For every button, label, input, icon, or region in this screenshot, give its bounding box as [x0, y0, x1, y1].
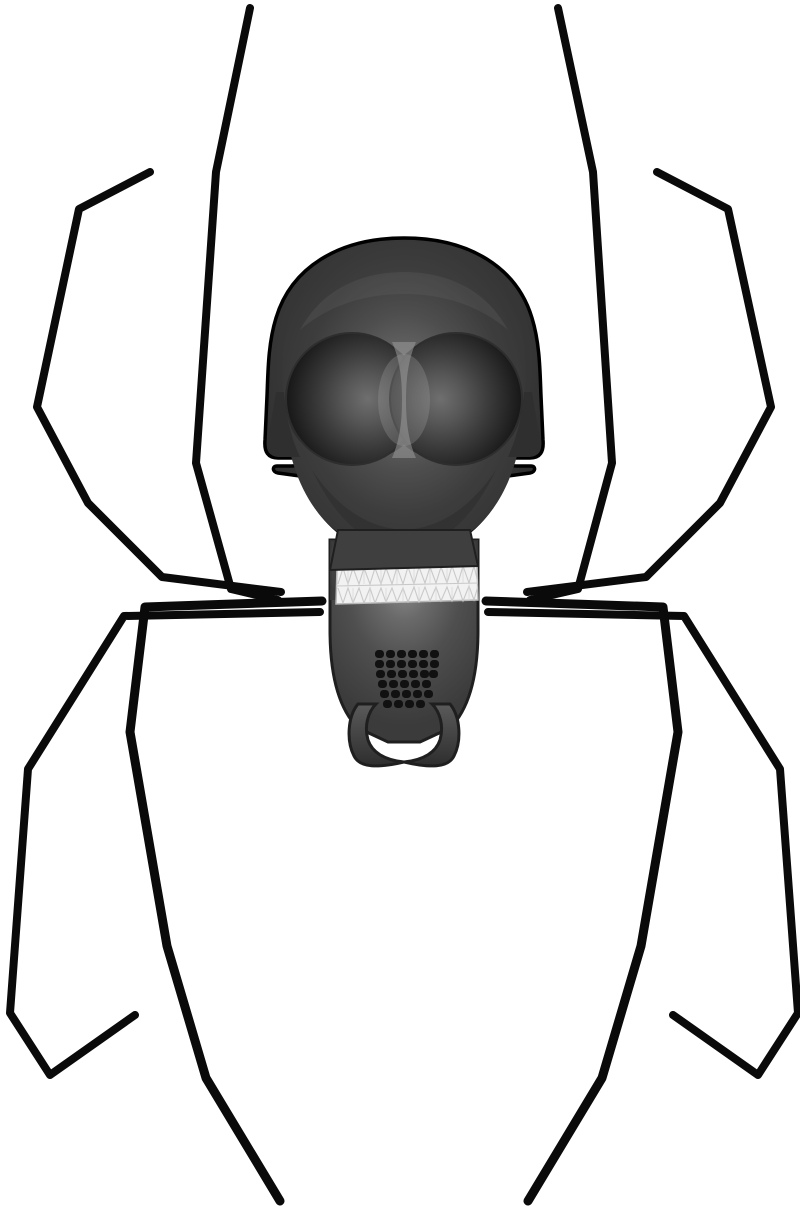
head-center-highlight — [392, 342, 416, 458]
leg-left-mid-lower — [6, 608, 324, 1079]
abdomen-dot-grid — [375, 650, 439, 708]
leg-left-front-upper — [192, 4, 282, 604]
mouth-teeth-band — [335, 563, 479, 605]
head-brow-sheen — [300, 272, 508, 330]
chelicerae-group — [347, 702, 461, 768]
leg-right-front-upper — [526, 4, 616, 604]
legs-group — [6, 4, 800, 1206]
head-center-glow — [378, 354, 430, 446]
leg-left-front-lower — [33, 168, 285, 596]
head-group — [263, 236, 545, 554]
leg-right-mid-upper — [481, 596, 683, 1206]
fang-right — [403, 702, 461, 768]
cheek-flange-right — [508, 392, 541, 457]
leg-left-mid-upper — [125, 596, 327, 1206]
neck-connector — [328, 529, 480, 572]
eye-right — [389, 332, 523, 466]
cheek-flange-left — [267, 392, 300, 457]
leg-right-front-lower — [523, 168, 775, 596]
leg-right-mid-lower — [484, 608, 800, 1079]
